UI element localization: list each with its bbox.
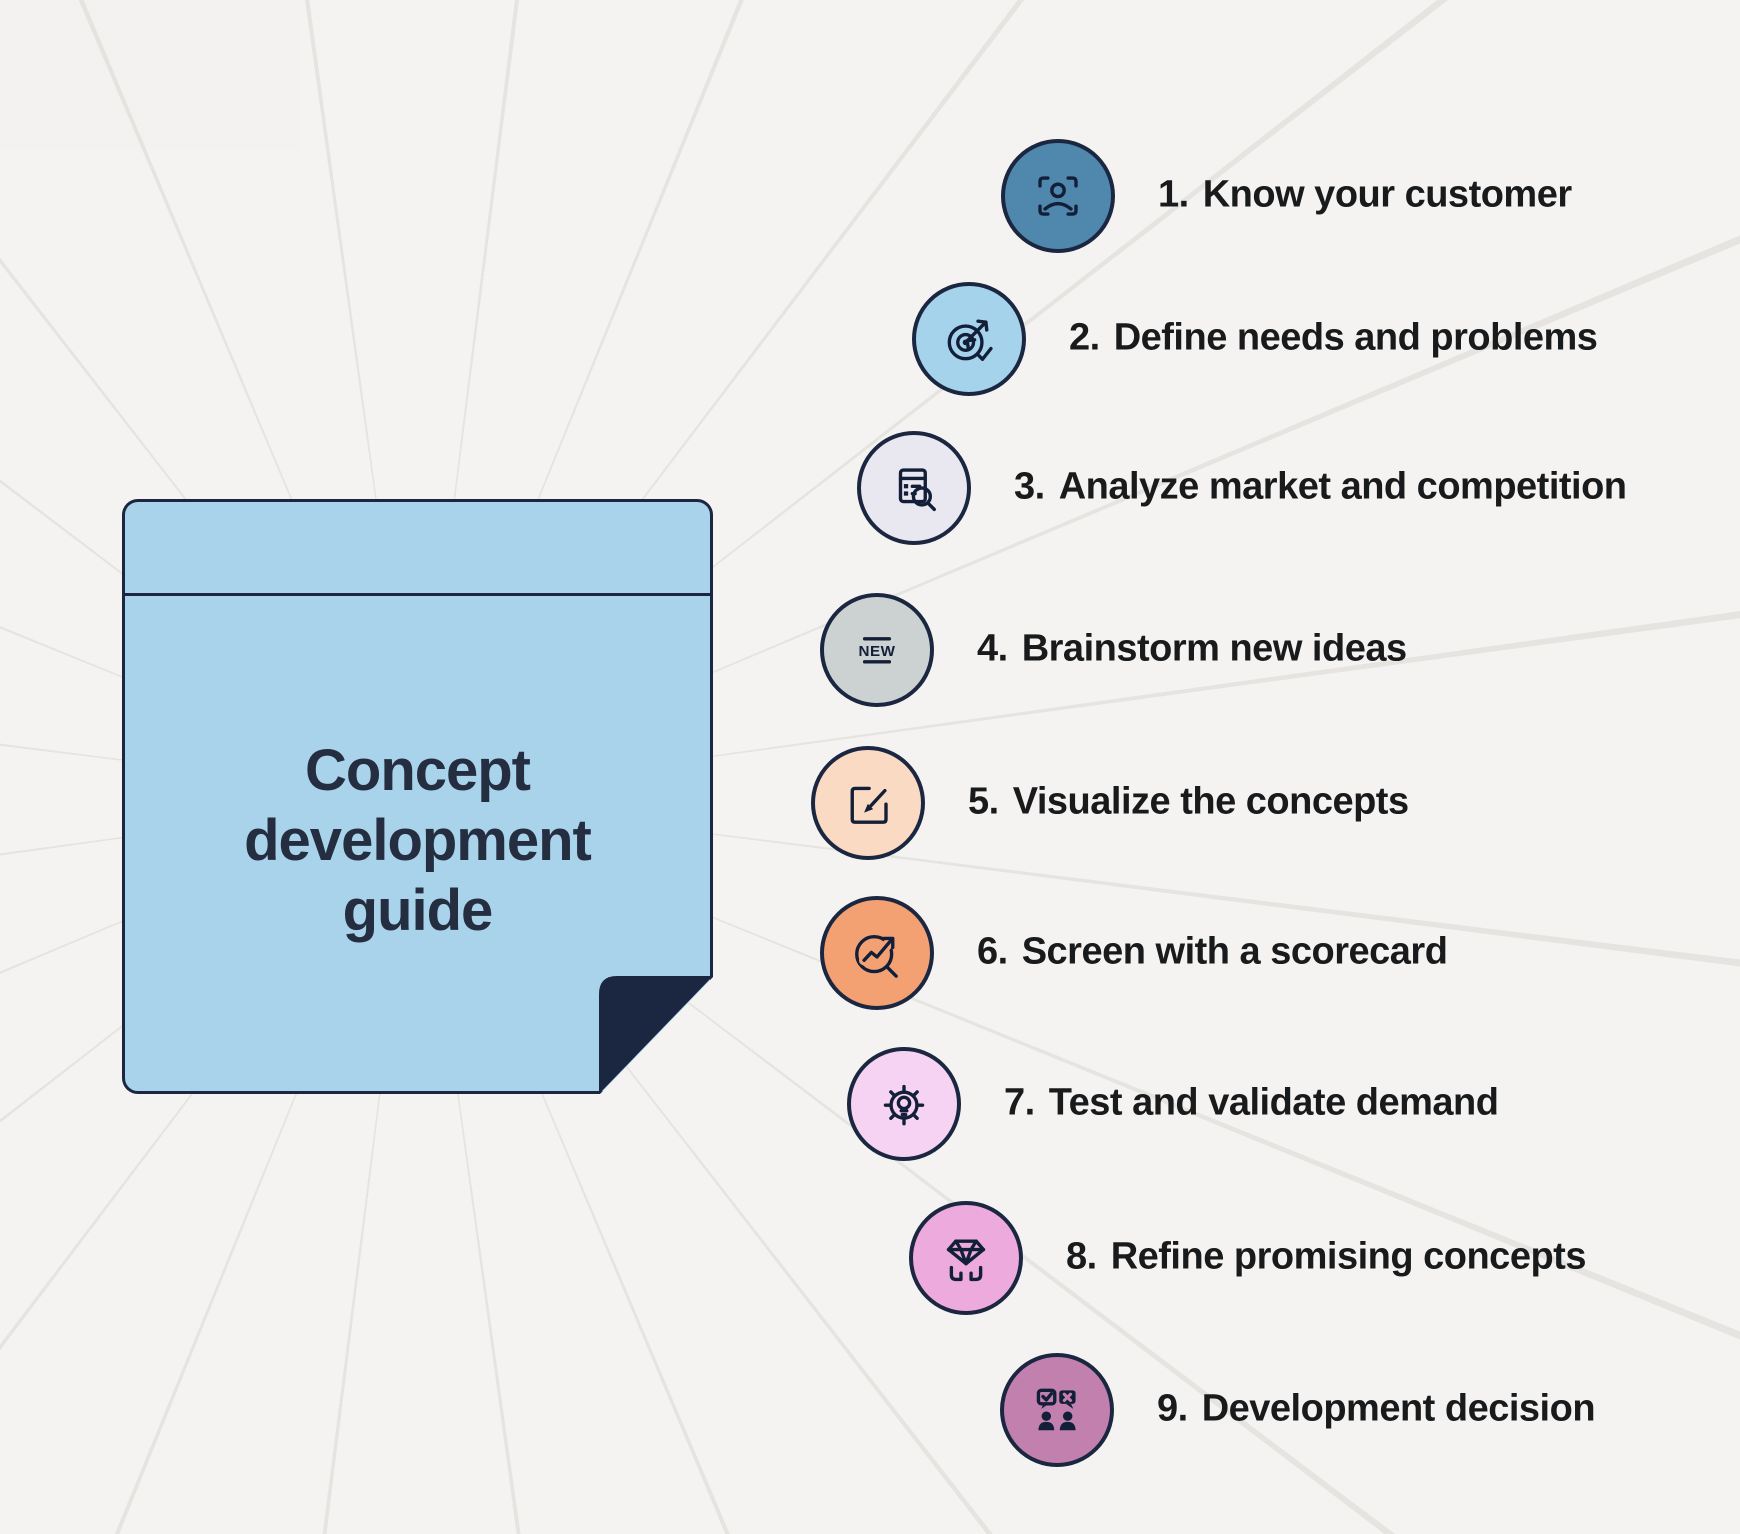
step-4-circle: NEW: [820, 593, 934, 707]
step-8-number: 8.: [1066, 1235, 1097, 1278]
note-title-line-2: development: [244, 808, 592, 873]
target-arrow-icon: [947, 319, 993, 361]
step-1-number: 1.: [1158, 173, 1189, 216]
sticky-note: Concept development guide: [122, 499, 713, 1094]
step-6-label: Screen with a scorecard: [1021, 930, 1448, 973]
step-2-label: Define needs and problems: [1113, 316, 1598, 359]
step-3-number: 3.: [1014, 465, 1045, 508]
svg-text:NEW: NEW: [858, 643, 895, 660]
note-corner-fold: [599, 976, 713, 1094]
step-5-label: Visualize the concepts: [1012, 780, 1409, 823]
step-8-circle: [909, 1201, 1023, 1315]
step-6-number: 6.: [977, 930, 1008, 973]
note-title-line-3: guide: [342, 878, 494, 943]
step-6-circle: [820, 896, 934, 1010]
person-scan-icon: [1038, 176, 1078, 216]
gear-bulb-icon: [883, 1084, 925, 1126]
step-9-label: Development decision: [1201, 1387, 1596, 1430]
step-2-number: 2.: [1069, 316, 1100, 359]
note-title-line-1: Concept: [305, 738, 531, 803]
step-4-label: Brainstorm new ideas: [1021, 627, 1407, 670]
step-8-label: Refine promising concepts: [1110, 1235, 1587, 1278]
new-badge-icon: NEW: [858, 637, 895, 664]
step-3-label: Analyze market and competition: [1058, 465, 1627, 508]
step-1-label: Know your customer: [1202, 173, 1572, 216]
edit-square-icon: [850, 786, 888, 824]
step-7-circle: [847, 1047, 961, 1161]
step-2-circle: [912, 282, 1026, 396]
step-9-circle: [1000, 1353, 1114, 1467]
step-1-circle: [1001, 139, 1115, 253]
step-5-number: 5.: [968, 780, 999, 823]
step-9-number: 9.: [1157, 1387, 1188, 1430]
step-5-circle: [811, 746, 925, 860]
step-3-circle: [857, 431, 971, 545]
step-7-number: 7.: [1004, 1081, 1035, 1124]
step-4-number: 4.: [977, 627, 1008, 670]
step-7-label: Test and validate demand: [1048, 1081, 1499, 1124]
chart-arrow-icon: [855, 933, 898, 978]
note-header-divider: [122, 593, 713, 596]
diamond-hands-icon: [946, 1239, 986, 1282]
note-title: Concept development guide: [125, 736, 710, 946]
people-vote-icon: [1036, 1388, 1076, 1431]
document-search-icon: [898, 468, 936, 512]
